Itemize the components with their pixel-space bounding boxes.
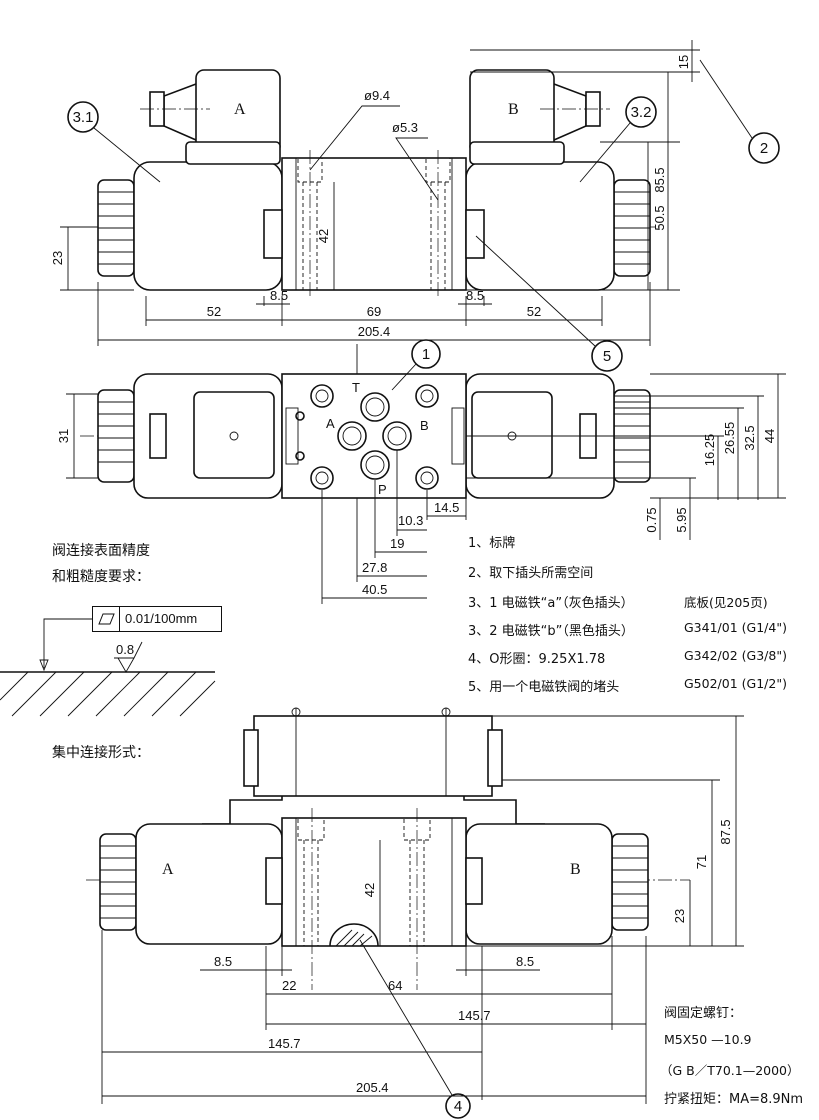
svg-text:3.1: 3.1 bbox=[73, 109, 94, 126]
note-3-2: 3、2 电磁铁“b”（黑色插头） bbox=[468, 624, 634, 639]
svg-text:1: 1 bbox=[422, 346, 430, 363]
port-a-label: A bbox=[326, 416, 335, 431]
bolt-standard: （G B／T70.1—2000） bbox=[660, 1063, 800, 1078]
note-4: 4、O形圈：9.25X1.78 bbox=[468, 652, 606, 667]
dim-26-55: 26.55 bbox=[722, 422, 737, 455]
dim-44: 44 bbox=[762, 429, 777, 443]
bubble-1 bbox=[411, 339, 441, 369]
dim-145-7-b: 145.7 bbox=[268, 1036, 301, 1051]
dim-31: 31 bbox=[56, 429, 71, 443]
surface-symbol: 0.8 bbox=[0, 618, 216, 717]
bottom-view: A B 42 87.5 71 23 8.5 8.5 22 64 145.7 14… bbox=[86, 707, 744, 1119]
dim-27-8: 27.8 bbox=[362, 560, 387, 575]
dim-32-5: 32.5 bbox=[742, 425, 757, 450]
dim-71: 71 bbox=[694, 855, 709, 869]
dim-52-right: 52 bbox=[527, 304, 541, 319]
dim-16-25: 16.25 bbox=[702, 434, 717, 467]
solenoid-a-label: A bbox=[234, 101, 246, 118]
dim-87-5: 87.5 bbox=[718, 819, 733, 844]
bolt-title: 阀固定螺钉： bbox=[664, 1006, 743, 1021]
note-2: 2、取下插头所需空间 bbox=[468, 566, 594, 581]
dim-42-top: 42 bbox=[316, 229, 331, 243]
baseplate-code-2: G342/02 (G3/8") bbox=[684, 648, 787, 663]
plan-view: T A B P 1 31 44 32.5 26.55 16.25 5.95 0.… bbox=[56, 339, 786, 604]
dim-19: 19 bbox=[390, 536, 404, 551]
dim-8-5-right: 8.5 bbox=[466, 288, 484, 303]
dim-8-5-left: 8.5 bbox=[270, 288, 288, 303]
top-view: A B 3.1 3.2 2 5 ø9.4 ø5.3 15 85.5 bbox=[50, 40, 780, 372]
bubble-4 bbox=[445, 1093, 471, 1119]
svg-text:4: 4 bbox=[454, 1098, 462, 1115]
solenoid-b-label: B bbox=[508, 101, 519, 118]
bubble-3-1 bbox=[67, 101, 99, 133]
baseplate-code-1: G341/01 (G1/4") bbox=[684, 620, 787, 635]
flatness-icon bbox=[93, 607, 120, 631]
dim-0-75: 0.75 bbox=[644, 507, 659, 532]
surface-req-line2: 和粗糙度要求： bbox=[52, 569, 150, 585]
bolt-torque: 拧紧扭矩：MA=8.9Nm bbox=[664, 1092, 804, 1107]
note-1: 1、标牌 bbox=[468, 536, 516, 551]
baseplate-code-3: G502/01 (G1/2") bbox=[684, 676, 787, 691]
port-p-label: P bbox=[378, 482, 387, 497]
baseplate-header: 底板(见205页) bbox=[684, 595, 768, 610]
dim-205-4-bottom: 205.4 bbox=[356, 1080, 389, 1095]
dim-14-5: 14.5 bbox=[434, 500, 459, 515]
dim-23-top: 23 bbox=[50, 251, 65, 265]
dim-85-5: 85.5 bbox=[652, 167, 667, 192]
dim-8-5-bottom-right: 8.5 bbox=[516, 954, 534, 969]
bubble-3-2 bbox=[625, 96, 657, 128]
dim-5-95: 5.95 bbox=[674, 507, 689, 532]
dim-15: 15 bbox=[676, 55, 691, 69]
label-b: B bbox=[570, 861, 581, 878]
bubble-5 bbox=[591, 340, 623, 372]
dim-64: 64 bbox=[388, 978, 402, 993]
dim-40-5: 40.5 bbox=[362, 582, 387, 597]
bolt-spec: M5X50 —10.9 bbox=[664, 1032, 752, 1047]
svg-text:2: 2 bbox=[760, 140, 768, 157]
dim-10-3: 10.3 bbox=[398, 513, 423, 528]
note-3-1: 3、1 电磁铁“a”（灰色插头） bbox=[468, 596, 634, 611]
flatness-value: 0.01/100mm bbox=[125, 611, 198, 626]
dim-23-bottom: 23 bbox=[672, 909, 687, 923]
svg-text:5: 5 bbox=[603, 348, 611, 365]
dim-phi-9-4: ø9.4 bbox=[364, 88, 390, 103]
dim-52-left: 52 bbox=[207, 304, 221, 319]
dim-145-7-a: 145.7 bbox=[458, 1008, 491, 1023]
port-b-label: B bbox=[420, 418, 429, 433]
note-5: 5、用一个电磁铁阀的堵头 bbox=[468, 680, 620, 695]
label-a: A bbox=[162, 861, 174, 878]
surface-req-line1: 阀连接表面精度 bbox=[52, 543, 150, 559]
dim-22: 22 bbox=[282, 978, 296, 993]
dim-42-bottom: 42 bbox=[362, 883, 377, 897]
dim-50-5: 50.5 bbox=[652, 205, 667, 230]
dim-69: 69 bbox=[367, 304, 381, 319]
dim-phi-5-3: ø5.3 bbox=[392, 120, 418, 135]
port-t-label: T bbox=[352, 380, 360, 395]
dim-205-4-top: 205.4 bbox=[358, 324, 391, 339]
roughness-value: 0.8 bbox=[116, 642, 134, 657]
flatness-frame: 0.01/100mm bbox=[92, 606, 222, 632]
bottom-heading: 集中连接形式： bbox=[52, 745, 150, 761]
svg-text:3.2: 3.2 bbox=[631, 104, 652, 121]
dim-8-5-bottom-left: 8.5 bbox=[214, 954, 232, 969]
bubble-2 bbox=[748, 132, 780, 164]
